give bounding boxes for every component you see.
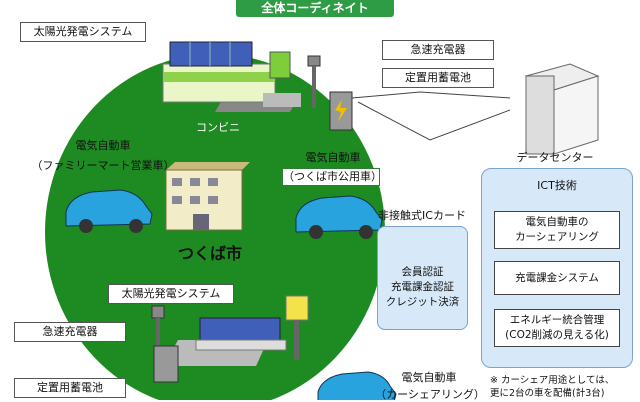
city-label: つくば市 — [177, 244, 242, 263]
ev-sharing-car-icon — [317, 371, 397, 400]
ict-panel: ICT技術 電気自動車の カーシェアリング 充電課金システム エネルギー統合管理… — [481, 168, 633, 368]
ev-familymart-label-2: （ファミリーマート営業車） — [31, 159, 175, 172]
card-line-charge: 充電課金認証 — [391, 281, 454, 293]
storage-bottom-label: 定置用蓄電池 — [14, 378, 126, 398]
ict-item-car-sharing-line2: カーシェアリング — [515, 231, 599, 243]
ict-item-charging-billing: 充電課金システム — [494, 261, 620, 295]
convenience-store-icon — [162, 41, 301, 112]
data-center-label: データセンター — [516, 151, 594, 164]
storage-battery-top-icon — [329, 91, 353, 131]
quick-charger-top-icon — [307, 55, 321, 108]
storage-top-label: 定置用蓄電池 — [382, 68, 494, 88]
card-line-credit: クレジット決済 — [385, 296, 460, 308]
ic-card-panel: 会員認証 充電課金認証 クレジット決済 — [377, 226, 468, 330]
convenience-label: コンビニ — [196, 121, 240, 134]
title-banner: 全体コーディネイト — [236, 0, 394, 17]
link-line-1 — [351, 91, 511, 99]
footnote-line1: ※ カーシェア用途としては、 — [490, 375, 615, 386]
ev-familymart-label-1: 電気自動車 — [75, 139, 131, 152]
ev-tsukuba-label-2: （つくば市公用車） — [282, 168, 382, 186]
ev-familymart-car-icon — [65, 189, 153, 233]
footnote-line2: 更に2台の車を配備(計3台) — [490, 388, 605, 399]
data-center-server-icon — [524, 63, 600, 155]
solar-station-bottom-icon — [151, 295, 309, 383]
solar-bottom-label: 太陽光発電システム — [108, 284, 234, 304]
link-line-2 — [357, 101, 511, 141]
ict-item-car-sharing-line1: 電気自動車の — [525, 216, 589, 228]
card-line-member: 会員認証 — [401, 266, 444, 278]
ev-tsukuba-car-icon — [295, 195, 383, 239]
ic-card-label: 非接触式ICカード — [378, 209, 466, 222]
ict-item-energy-line2: (CO2削減の見える化) — [505, 329, 609, 341]
ic-card-text: 会員認証 充電課金認証 クレジット決済 — [378, 265, 467, 310]
solar-top-label: 太陽光発電システム — [20, 22, 146, 42]
ev-sharing-label-1: 電気自動車 — [401, 371, 457, 384]
ict-title: ICT技術 — [537, 179, 577, 192]
quick-charger-top-label: 急速充電器 — [382, 40, 494, 60]
ict-item-energy-management: エネルギー統合管理 (CO2削減の見える化) — [494, 309, 620, 347]
city-building-icon — [165, 162, 250, 231]
quick-charger-bottom-label: 急速充電器 — [14, 322, 126, 342]
ict-item-car-sharing: 電気自動車の カーシェアリング — [494, 211, 620, 249]
ev-tsukuba-label-1: 電気自動車 — [305, 151, 361, 164]
ev-sharing-label-2: （カーシェアリング） — [375, 388, 485, 401]
footnote: ※ カーシェア用途としては、 更に2台の車を配備(計3台) — [490, 374, 614, 400]
ict-item-energy-line1: エネルギー統合管理 — [509, 314, 605, 326]
